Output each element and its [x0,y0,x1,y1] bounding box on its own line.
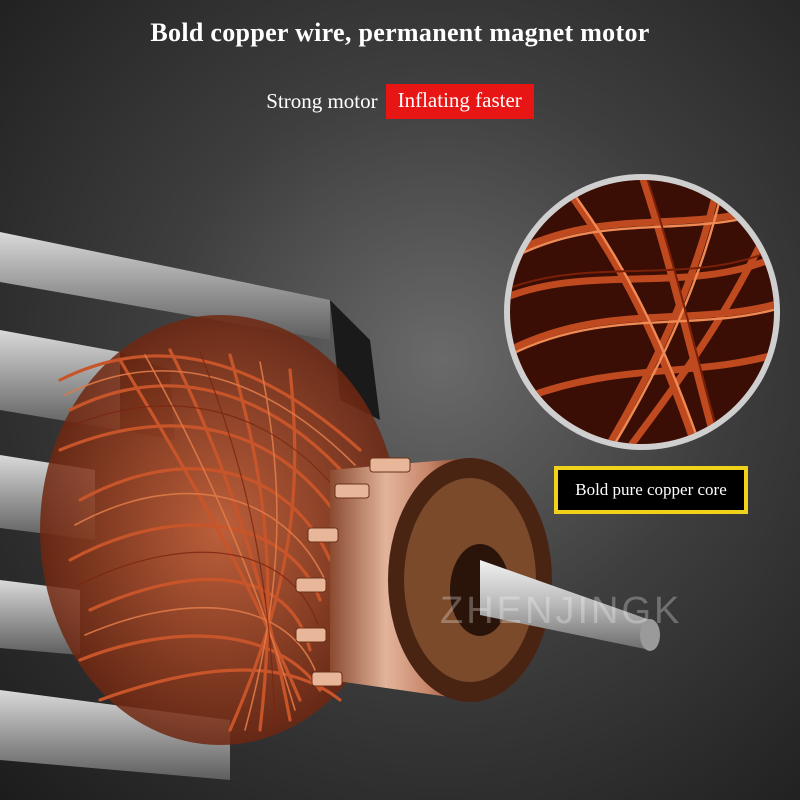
subtitle-text: Strong motor [266,89,378,113]
subtitle-row: Strong motor Inflating faster [0,84,800,119]
motor-shaft [480,560,660,651]
copper-closeup-inset [504,174,780,450]
watermark: ZHENJINGK [440,590,683,632]
headline: Bold copper wire, permanent magnet motor [150,18,650,47]
highlight-badge: Inflating faster [385,84,534,119]
callout-label: Bold pure copper core [554,466,748,514]
